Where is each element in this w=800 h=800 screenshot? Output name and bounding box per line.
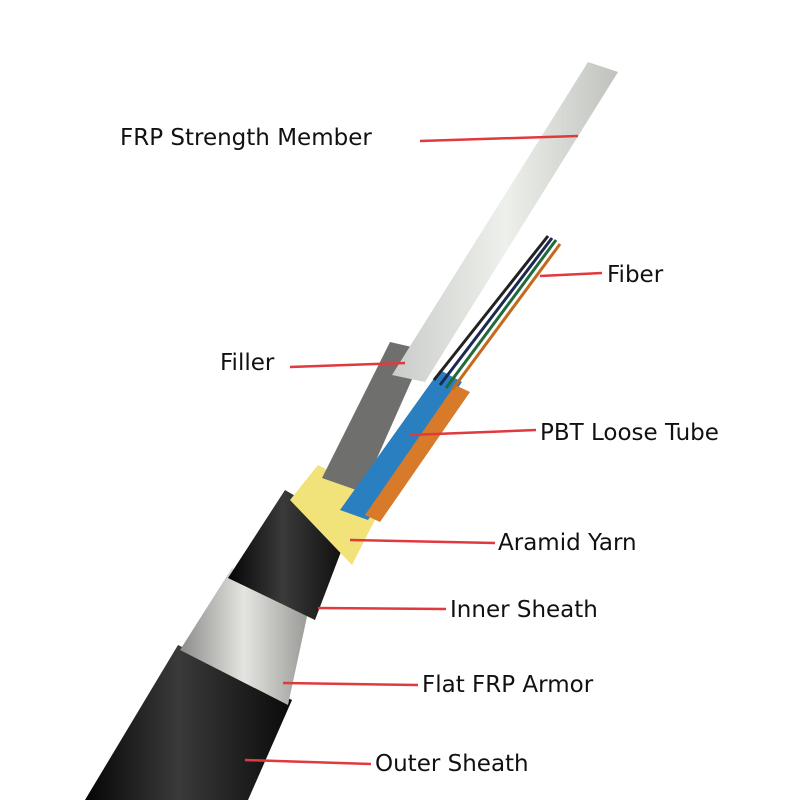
fiber-strands (432, 235, 562, 391)
pbt-loose-tube-shape (340, 370, 462, 520)
filler-shape (322, 342, 425, 492)
loose-tube-orange (365, 385, 470, 522)
flat-frp-armor-shape (180, 568, 308, 705)
label-fiber: Fiber (607, 262, 664, 288)
label-frp-strength-member: FRP Strength Member (120, 125, 372, 151)
label-pbt-loose-tube: PBT Loose Tube (540, 420, 719, 446)
label-filler: Filler (220, 350, 275, 376)
label-aramid-yarn: Aramid Yarn (498, 530, 637, 556)
label-inner-sheath: Inner Sheath (450, 597, 598, 623)
label-flat-frp-armor: Flat FRP Armor (422, 672, 594, 698)
label-outer-sheath: Outer Sheath (375, 751, 529, 777)
outer-sheath-shape (85, 645, 292, 800)
frp-strength-member-shape (392, 62, 618, 382)
leader-lines (244, 134, 603, 766)
